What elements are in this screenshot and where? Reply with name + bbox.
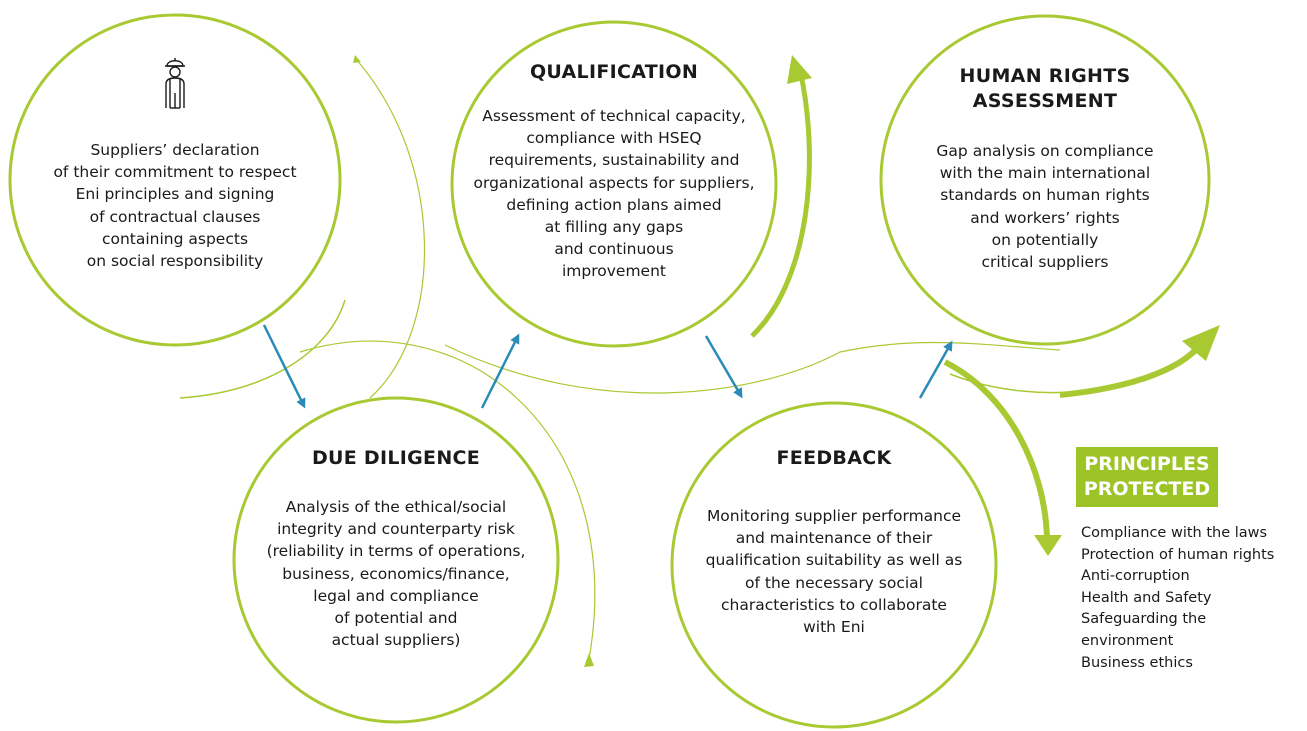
blue-arrow-2 [480, 333, 520, 409]
flow-arrowhead-top [353, 55, 361, 63]
step-circle-declaration [8, 13, 342, 347]
step-human-rights-title: HUMAN RIGHTS ASSESSMENT [959, 65, 1131, 112]
step-feedback-body: Monitoring supplier performance and main… [705, 507, 963, 637]
step-declaration-text: Suppliers’ declaration of their commitme… [40, 139, 310, 272]
step-feedback-title: FEEDBACK [776, 447, 892, 469]
flow-arc-1 [179, 299, 346, 399]
blue-arrow-3 [704, 335, 743, 399]
principle-item: Business ethics [1081, 654, 1193, 671]
principle-item: environment [1081, 632, 1174, 649]
thick-arrowhead-qualification [787, 55, 812, 84]
flow-arc-2 [354, 57, 426, 399]
principles-list: Compliance with the laws Protection of h… [1081, 523, 1307, 674]
flow-arc-3 [299, 340, 596, 666]
thick-arrowhead-assessment [1182, 325, 1220, 361]
step-circle-feedback [670, 401, 998, 729]
thick-arrow-assessment [1059, 343, 1203, 398]
step-human-rights-text: HUMAN RIGHTS ASSESSMENT Gap analysis on … [905, 64, 1185, 273]
principle-item: Safeguarding the [1081, 611, 1207, 628]
thick-arrow-qualification [750, 69, 812, 338]
principles-badge: PRINCIPLES PROTECTED [1076, 447, 1218, 507]
principle-item: Health and Safety [1081, 589, 1212, 606]
blue-arrow-4 [918, 340, 953, 399]
step-circle-due-diligence [232, 396, 560, 724]
principle-item: Protection of human rights [1081, 546, 1275, 563]
step-feedback-text: FEEDBACK Monitoring supplier performance… [684, 446, 984, 638]
principle-item: Compliance with the laws [1081, 525, 1268, 541]
step-qualification-title: QUALIFICATION [529, 61, 699, 83]
worker-icon [165, 58, 185, 109]
step-qualification-body: Assessment of technical capacity, compli… [473, 107, 755, 281]
step-qualification-text: QUALIFICATION Assessment of technical ca… [455, 60, 773, 283]
step-circle-qualification [450, 20, 778, 348]
step-declaration-body: Suppliers’ declaration of their commitme… [53, 141, 297, 271]
principle-item: Anti-corruption [1081, 568, 1190, 585]
step-human-rights-body: Gap analysis on compliance with the main… [936, 142, 1154, 272]
step-circle-human-rights [879, 14, 1211, 346]
thick-arrow-principles [943, 359, 1050, 539]
step-due-diligence-text: DUE DILIGENCE Analysis of the ethical/so… [246, 446, 546, 651]
flow-arc-4 [444, 341, 1061, 394]
step-due-diligence-title: DUE DILIGENCE [311, 447, 481, 469]
thick-arrowhead-principles [1034, 535, 1062, 556]
blue-arrow-1 [262, 324, 306, 409]
flow-arrowhead-bottom [584, 653, 594, 667]
step-due-diligence-body: Analysis of the ethical/social integrity… [266, 498, 526, 650]
